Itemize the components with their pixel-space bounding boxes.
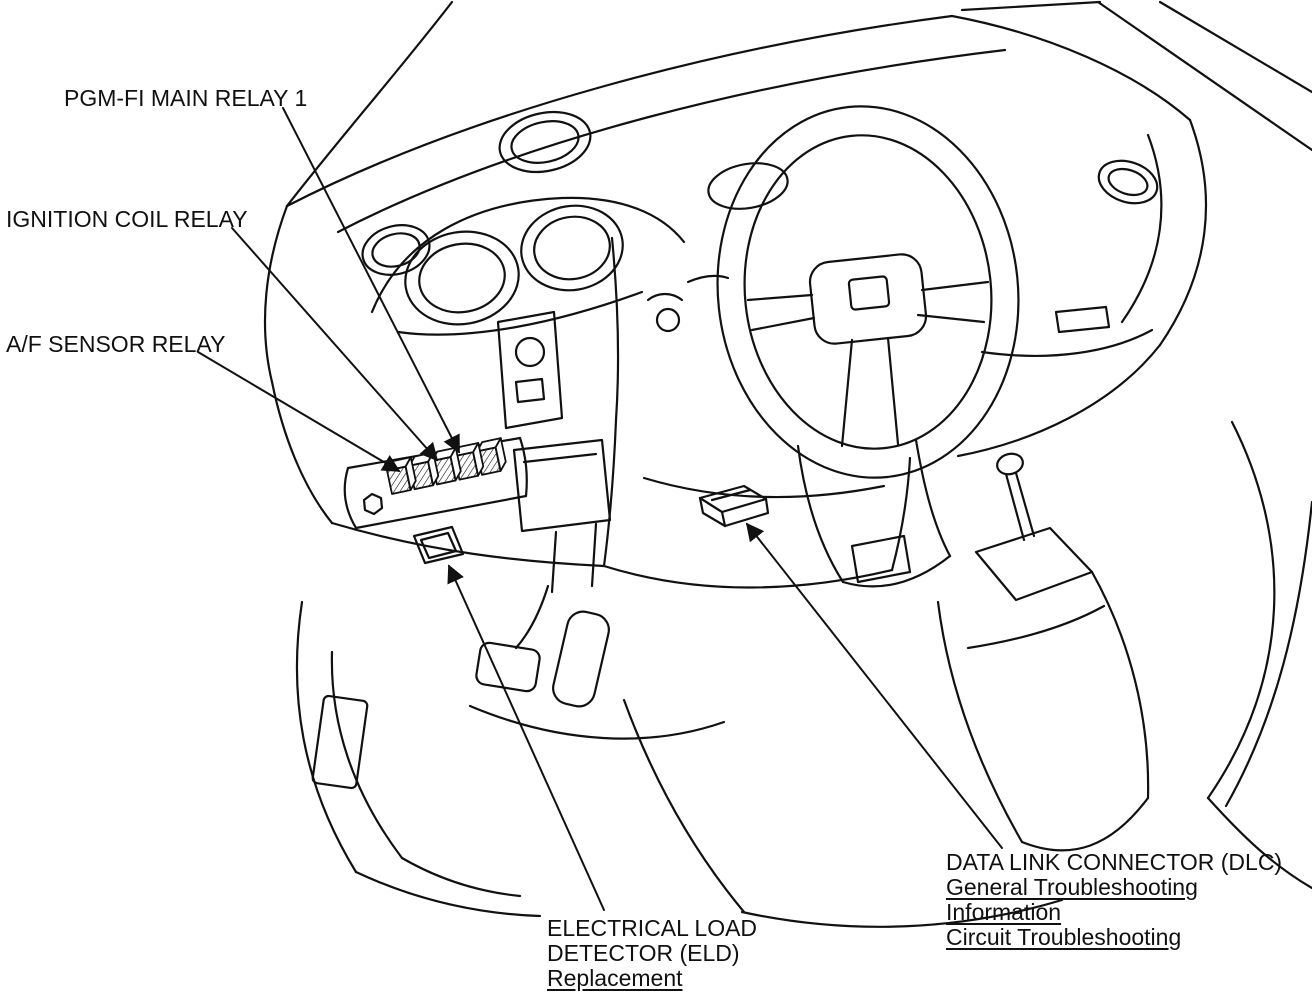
link-circuit-troubleshooting[interactable]: Circuit Troubleshooting (946, 924, 1182, 950)
leader-eld (447, 564, 605, 911)
relay-strip (384, 437, 509, 496)
leader-ignition-coil-relay (231, 227, 439, 462)
bracket-bolt (362, 492, 384, 516)
center-console (850, 452, 1150, 852)
driver-knee-panel (602, 456, 912, 589)
steering-wheel (716, 105, 1020, 588)
relay-bracket (343, 436, 612, 594)
ignition-switch (655, 307, 681, 333)
brake-pedal-arm (514, 584, 550, 650)
data-link-connector (698, 484, 770, 528)
callout-pgm-fi-main-relay-1: PGM-FI MAIN RELAY 1 (64, 85, 308, 111)
shift-knob (996, 452, 1024, 476)
passenger-side-lower (622, 420, 1312, 928)
callout-af-sensor-relay: A/F SENSOR RELAY (6, 331, 226, 357)
link-general-troubleshooting-information[interactable]: General Troubleshooting (946, 874, 1198, 900)
accelerator-pedal (552, 610, 610, 708)
leader-pgm-fi-main-relay (282, 107, 460, 454)
callout-ignition-coil-relay: IGNITION COIL RELAY (6, 206, 248, 232)
electrical-load-detector (412, 525, 465, 565)
instrument-cluster (361, 110, 789, 336)
leader-af-sensor-relay (197, 351, 401, 472)
link-eld-replacement[interactable]: Replacement (547, 965, 683, 991)
link-general-troubleshooting-information-2[interactable]: Information (946, 899, 1062, 925)
steering-emblem (847, 275, 891, 311)
pedals (468, 584, 726, 740)
eld-label-line2: DETECTOR (ELD) (547, 940, 740, 966)
eld-label-line1: ELECTRICAL LOAD (547, 915, 758, 941)
leader-lines (197, 107, 1003, 911)
dlc-label-title: DATA LINK CONNECTOR (DLC) (946, 849, 1283, 875)
defroster-vent (498, 110, 592, 174)
brake-pedal (475, 641, 541, 693)
dashboard-body-outline (263, 0, 1312, 568)
leader-dlc (745, 522, 1003, 849)
shift-boot (974, 526, 1094, 602)
callout-dlc: DATA LINK CONNECTOR (DLC) General Troubl… (946, 850, 1282, 950)
center-stack (496, 236, 620, 568)
steering-column (796, 444, 845, 584)
callout-eld: ELECTRICAL LOAD DETECTOR (ELD) Replaceme… (547, 916, 757, 991)
center-vent (707, 162, 789, 210)
left-air-vent (361, 224, 431, 276)
driver-kick-panel (295, 600, 542, 918)
